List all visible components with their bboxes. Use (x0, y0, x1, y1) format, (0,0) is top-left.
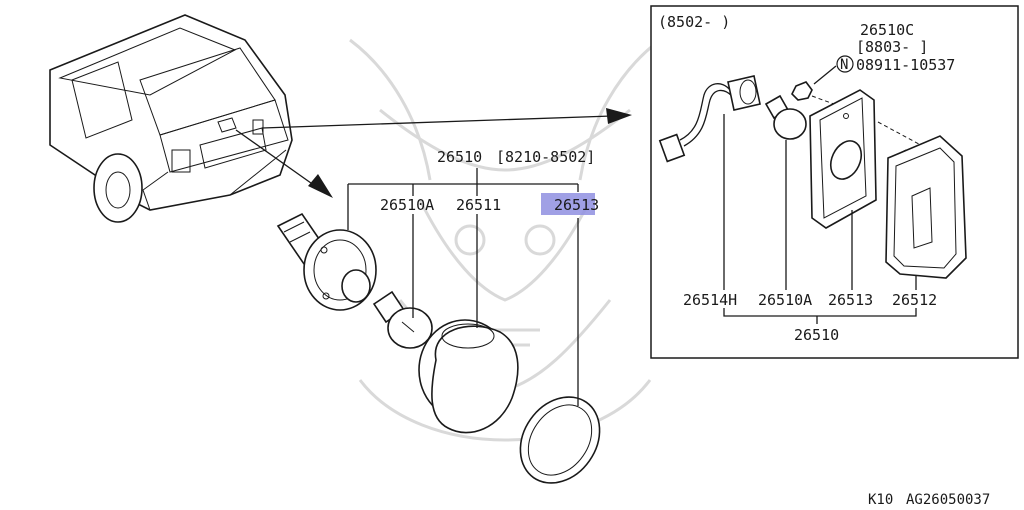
inset-part-label-2[interactable]: 26513 (828, 291, 873, 309)
inset-part-label-1[interactable]: 26510A (758, 291, 812, 309)
inset-sub-ref[interactable]: 26510C (860, 21, 914, 39)
part-label-lens[interactable]: 26511 (456, 196, 501, 214)
inset-date-from: (8502- ) (658, 13, 730, 31)
nut-marker: N (840, 57, 848, 73)
main-leader-lines (347, 168, 579, 406)
part-label-socket[interactable]: 26510A (380, 196, 434, 214)
lens (418, 319, 519, 434)
part-label-gasket[interactable]: 26513 (554, 196, 599, 214)
wiring-harness (658, 75, 761, 163)
socket-assembly (276, 212, 377, 311)
assembly-ref: 26510 (437, 148, 482, 166)
nut-callout: N 08911-10537 (813, 55, 955, 85)
gasket-ring (519, 396, 601, 484)
inset-assembly-label[interactable]: 26510 (794, 326, 839, 344)
inset-gasket-plate (809, 89, 877, 229)
pointer-arrows (235, 108, 632, 198)
inset-lamp-housing (885, 135, 967, 279)
main-assembly-label: 26510 [8210-8502] (437, 148, 595, 166)
part-highlight (541, 193, 595, 215)
bulb (372, 290, 433, 349)
inset-part-label-0[interactable]: 26514H (683, 291, 737, 309)
nut-part-number[interactable]: 08911-10537 (856, 56, 955, 74)
assembly-date-range: [8210-8502] (496, 148, 595, 166)
inset-leader-lines (723, 114, 917, 324)
inset-part-label-3[interactable]: 26512 (892, 291, 937, 309)
inset-panel: (8502- ) 26510C [8803- ] N 08911-10537 (650, 5, 1019, 359)
car-rear-illustration (49, 14, 293, 223)
inset-sub-date: [8803- ] (856, 38, 928, 56)
model-code: K10 (868, 492, 893, 508)
inset-bulb (764, 94, 807, 140)
inset-nut (791, 81, 813, 101)
diagram-code: AG26050037 (906, 492, 990, 508)
